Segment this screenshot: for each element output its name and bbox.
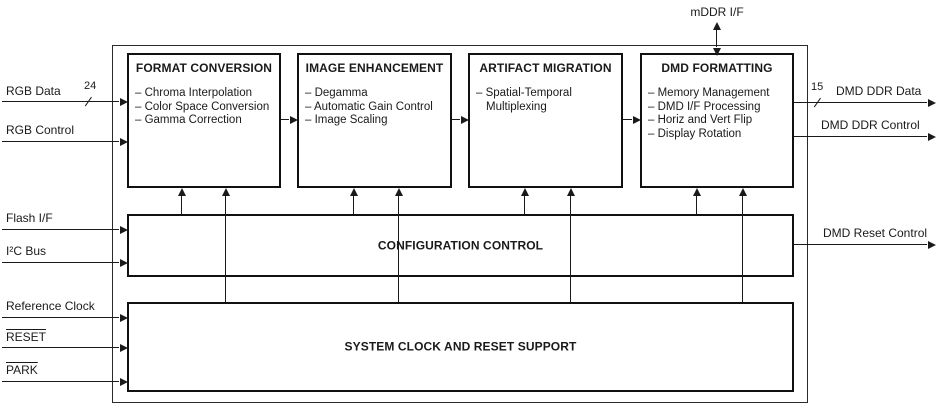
chip-boundary (112, 45, 808, 403)
dmd-ddr-data-label: DMD DDR Data (836, 84, 922, 98)
arrow-config-to-dmd (691, 187, 702, 214)
arrow-clock-to-format (220, 187, 231, 302)
block-item: – Color Space Conversion (135, 100, 270, 113)
arrow-config-to-format (176, 187, 187, 214)
park-arrow (2, 376, 128, 387)
arrow-format-to-enhancement (281, 114, 298, 125)
i2c-bus-label: I²C Bus (6, 244, 47, 258)
arrow-artifact-to-dmd (623, 114, 641, 125)
arrow-config-to-artifact (519, 187, 530, 214)
block-title: FORMAT CONVERSION (135, 61, 273, 75)
park-label: PARK (6, 363, 38, 377)
arrow-config-to-enhancement (348, 187, 359, 214)
block-item: – Gamma Correction (135, 114, 242, 126)
i2c-bus-arrow (2, 257, 128, 268)
dmd-ddr-control-arrow (794, 131, 936, 142)
block-item: – Spatial-Temporal Multiplexing (476, 87, 572, 113)
block-item: – Display Rotation (648, 127, 742, 140)
block-title: SYSTEM CLOCK AND RESET SUPPORT (344, 339, 577, 354)
rgb-control-label: RGB Control (6, 123, 75, 137)
rgb-data-arrow (2, 96, 128, 107)
block-title: CONFIGURATION CONTROL (377, 237, 544, 252)
mddr-if-bidirectional-arrow (711, 21, 722, 56)
block-title: DMD FORMATTING (661, 61, 773, 75)
block-item: – Image Scaling (305, 114, 388, 126)
block-item: – Degamma (305, 87, 368, 99)
block-item-list: – Memory Management – DMD I/F Processing… (648, 87, 790, 141)
arrow-clock-to-artifact (565, 187, 576, 302)
block-item-list: – Chroma Interpolation – Color Space Con… (135, 87, 277, 128)
rgb-data-bus-width: 24 (84, 80, 97, 92)
arrow-clock-to-enhancement (393, 187, 404, 302)
flash-if-arrow (2, 224, 128, 235)
dmd-ddr-control-label: DMD DDR Control (821, 118, 920, 132)
block-title: ARTIFACT MIGRATION (479, 61, 612, 75)
arrow-enhancement-to-artifact (452, 114, 469, 125)
block-system-clock-reset: SYSTEM CLOCK AND RESET SUPPORT (127, 302, 794, 392)
block-artifact-migration: ARTIFACT MIGRATION – Spatial-Temporal Mu… (468, 53, 623, 188)
block-title: IMAGE ENHANCEMENT (305, 61, 444, 75)
block-dmd-formatting: DMD FORMATTING – Memory Management – DMD… (640, 53, 794, 188)
reference-clock-arrow (2, 312, 128, 323)
block-format-conversion: FORMAT CONVERSION – Chroma Interpolation… (127, 53, 281, 188)
block-item: – Horiz and Vert Flip (648, 114, 753, 126)
rgb-control-arrow (2, 136, 128, 147)
reset-arrow (2, 342, 128, 353)
mddr-if-label: mDDR I/F (690, 5, 744, 19)
reference-clock-label: Reference Clock (6, 299, 95, 313)
block-item: – Automatic Gain Control (305, 100, 433, 113)
dmd-ddr-data-bus-width: 15 (811, 81, 824, 93)
reset-label: RESET (6, 330, 47, 344)
block-item: – DMD I/F Processing (648, 100, 761, 113)
block-configuration-control: CONFIGURATION CONTROL (127, 214, 794, 277)
block-item: – Chroma Interpolation (135, 87, 252, 99)
dmd-reset-control-label: DMD Reset Control (823, 226, 928, 240)
flash-if-label: Flash I/F (6, 211, 53, 225)
block-item-list: – Spatial-Temporal Multiplexing (476, 87, 619, 114)
dmd-reset-control-arrow (794, 239, 936, 250)
block-item-list: – Degamma – Automatic Gain Control – Ima… (305, 87, 448, 128)
arrow-clock-to-dmd (737, 187, 748, 302)
rgb-data-label: RGB Data (6, 84, 61, 98)
block-image-enhancement: IMAGE ENHANCEMENT – Degamma – Automatic … (297, 53, 452, 188)
block-item: – Memory Management (648, 87, 770, 99)
dmd-ddr-data-arrow (794, 97, 936, 108)
